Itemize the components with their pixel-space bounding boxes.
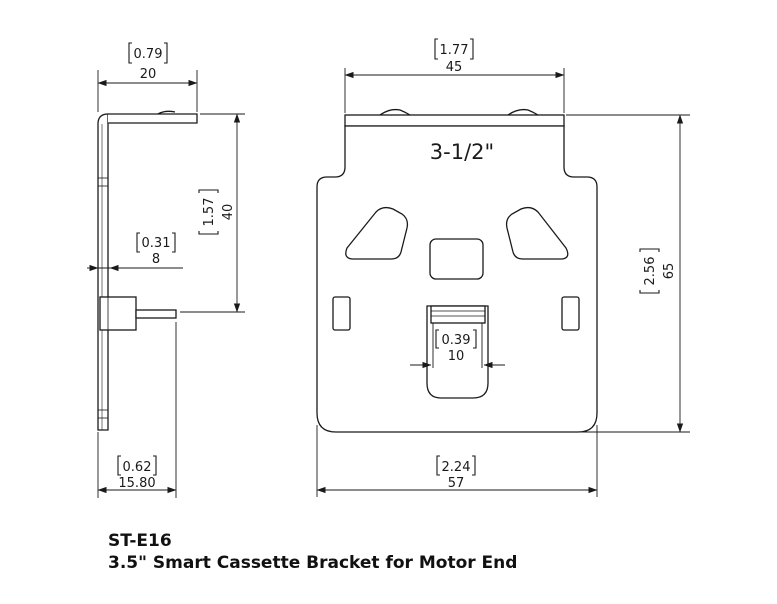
side-height-inch: 1.57 [202,198,217,227]
square-cutout [429,238,484,280]
side-offset-inch: 0.31 [142,236,171,251]
side-width-mm: 20 [140,67,157,82]
side-offset-mm: 8 [152,252,160,267]
overall-width-inch: 2.24 [442,460,471,475]
part-description: 3.5" Smart Cassette Bracket for Motor En… [108,553,518,573]
latch-tab [430,305,486,324]
side-depth-mm: 15.80 [118,476,155,491]
front-flange [344,114,565,127]
bracket-size-stamp: 3-1/2" [430,140,494,164]
inch-brackets [117,38,660,476]
right-side-slot [561,296,580,331]
front-view [316,108,598,433]
top-width-mm: 45 [446,60,463,75]
slot-width-inch: 0.39 [442,333,471,348]
front-dimension-lines [316,68,690,497]
side-height-mm: 40 [221,204,236,221]
overall-height-inch: 2.56 [643,257,658,286]
left-side-slot [332,296,351,331]
slot-width-mm: 10 [448,349,465,364]
side-view [97,110,198,431]
left-triangle-cutout [345,206,409,260]
overall-height-mm: 65 [662,263,677,280]
latch-cutout [426,305,489,399]
overall-width-mm: 57 [448,476,465,491]
side-pin [135,309,177,319]
side-width-inch: 0.79 [134,47,163,62]
side-plate [97,113,109,431]
side-depth-inch: 0.62 [123,460,152,475]
side-dimension-lines [87,70,245,498]
right-triangle-cutout [505,206,569,260]
top-width-inch: 1.77 [440,43,469,58]
top-flange [108,113,198,124]
part-number: ST-E16 [108,531,172,551]
side-tab-block [99,296,137,331]
